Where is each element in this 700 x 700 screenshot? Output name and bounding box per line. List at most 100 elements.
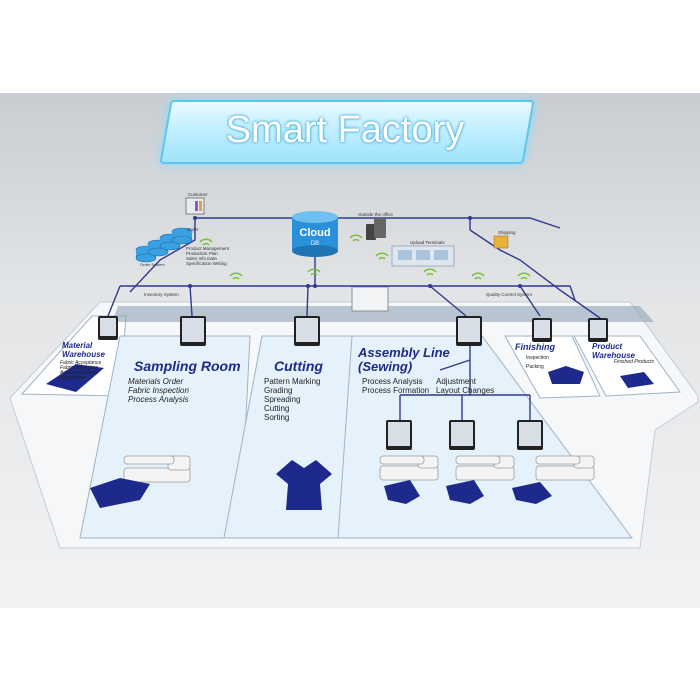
wifi-icon [349,234,363,242]
cut-garment-icon [276,460,332,510]
finishing-title: Finishing [515,342,555,352]
warehouse-title-line: Warehouse [62,350,105,359]
customer-computer-icon [185,197,205,215]
garment-icon [548,366,584,384]
tablet-icon [449,420,475,450]
order-label: Order [187,227,199,232]
node-dot [518,284,522,288]
page-title: Smart Factory [225,109,465,151]
cutting-item: Spreading [264,395,301,404]
tablet-icon [532,318,552,342]
assembly-items-right: Adjustment Layout Changes [436,377,494,395]
node-dot [188,284,192,288]
tablet-icon [180,316,206,346]
wifi-icon [423,268,437,276]
outside-office-label: Outside the office [358,212,393,217]
shipping-box-icon [493,235,509,249]
customer-label: Customer [188,192,208,197]
node-dot [468,216,472,220]
network-line-left [129,218,196,293]
cutting-item: Sorting [264,413,290,422]
finishing-items: Inspection Packing [526,354,549,372]
wifi-icon [307,268,321,276]
assembly-title-line: Assembly Line [358,345,450,360]
network-line-right [469,229,601,319]
shipping-label: Shipping [498,230,516,235]
sampling-item: Process Analysis [128,395,189,404]
assembly-branch [399,340,531,420]
node-dot [306,284,310,288]
upload-terminals-icon [391,245,455,267]
assembly-item: Process Formation [362,386,430,395]
upload-terminals-label: Upload Terminals [410,240,445,245]
cloud-db-icon [292,211,338,257]
tablet-icon [588,318,608,342]
assembly-item: Adjustment [436,377,477,386]
sewing-machine-icon [379,455,439,481]
wifi-icon [229,272,243,280]
product-title-line: Product [592,342,623,351]
tablet-icon [517,420,543,450]
network-line-drop-cutting [306,285,309,317]
gantry-machine [351,286,389,312]
network-line-top [195,217,561,230]
assembly-item: Process Analysis [362,377,423,386]
fabric-roll-icon [46,364,104,392]
network-line-drop-sampling [189,285,193,317]
assembly-title-line: (Sewing) [358,359,413,374]
sampling-item: Materials Order [128,377,184,386]
wifi-icon [199,238,213,246]
cloud-label: Cloud [299,227,331,239]
tablet-icon [98,316,118,340]
info-lines: Product Management Production Plan Sales… [186,246,229,266]
warehouse-item: Auxiliary Material [60,370,99,376]
warehouse-item: Fabric Acceptance [60,360,102,366]
warehouse-item: Fabric Inspection [60,365,99,371]
warehouse-title-line: Material [62,341,93,350]
assembly-line-title: Assembly Line (Sewing) [358,346,450,374]
sewing-machine-icon [535,455,595,481]
garment-icon [446,480,484,504]
node-dot [313,284,317,288]
product-box-icon [620,372,654,388]
cutting-items: Pattern Marking Grading Spreading Cuttin… [264,377,320,422]
sampling-item: Fabric Inspection [128,386,189,395]
network-line-drop-assembly [429,285,467,317]
order-system-label: Order System [140,262,165,267]
warehouse-items: Fabric Acceptance Fabric Inspection Auxi… [60,361,101,381]
sampling-items: Materials Order Fabric Inspection Proces… [128,377,189,404]
cutting-title: Cutting [274,358,323,374]
finishing-item: Packing [526,364,544,370]
database-cluster-icon [135,227,193,263]
inventory-system-label: Inventory System [144,292,179,297]
info-line: Sales Info Data [186,256,217,261]
wifi-icon [517,272,531,280]
network-line-drop-finishing [519,285,541,317]
assembly-branch-left [439,359,471,371]
tablet-icon [294,316,320,346]
cutting-item: Cutting [264,404,290,413]
outside-office-devices-icon [366,218,386,240]
assembly-items-left: Process Analysis Process Formation [362,377,429,395]
info-line: Specification Writing [186,261,227,266]
network-line-middle [120,285,576,301]
network-line-drop-left [107,285,121,317]
cutting-item: Pattern Marking [264,377,321,386]
garment-icon [384,480,420,504]
garment-icon [512,482,552,504]
assembly-item: Layout Changes [436,386,495,395]
sewing-machine-icon [455,455,515,481]
warehouse-item: Acceptance [60,375,87,381]
product-warehouse-title: Product Warehouse [592,342,635,360]
finishing-item: Inspection [526,355,549,361]
node-dot [428,284,432,288]
info-line: Product Management [186,246,230,251]
cutting-item: Grading [264,386,293,395]
product-items: Finished Products [614,360,654,365]
wifi-icon [471,272,485,280]
cloud-sub-label: DB [310,241,320,247]
sampling-room-title: Sampling Room [134,358,241,374]
garment-icon [90,478,150,508]
wifi-icon [375,252,389,260]
